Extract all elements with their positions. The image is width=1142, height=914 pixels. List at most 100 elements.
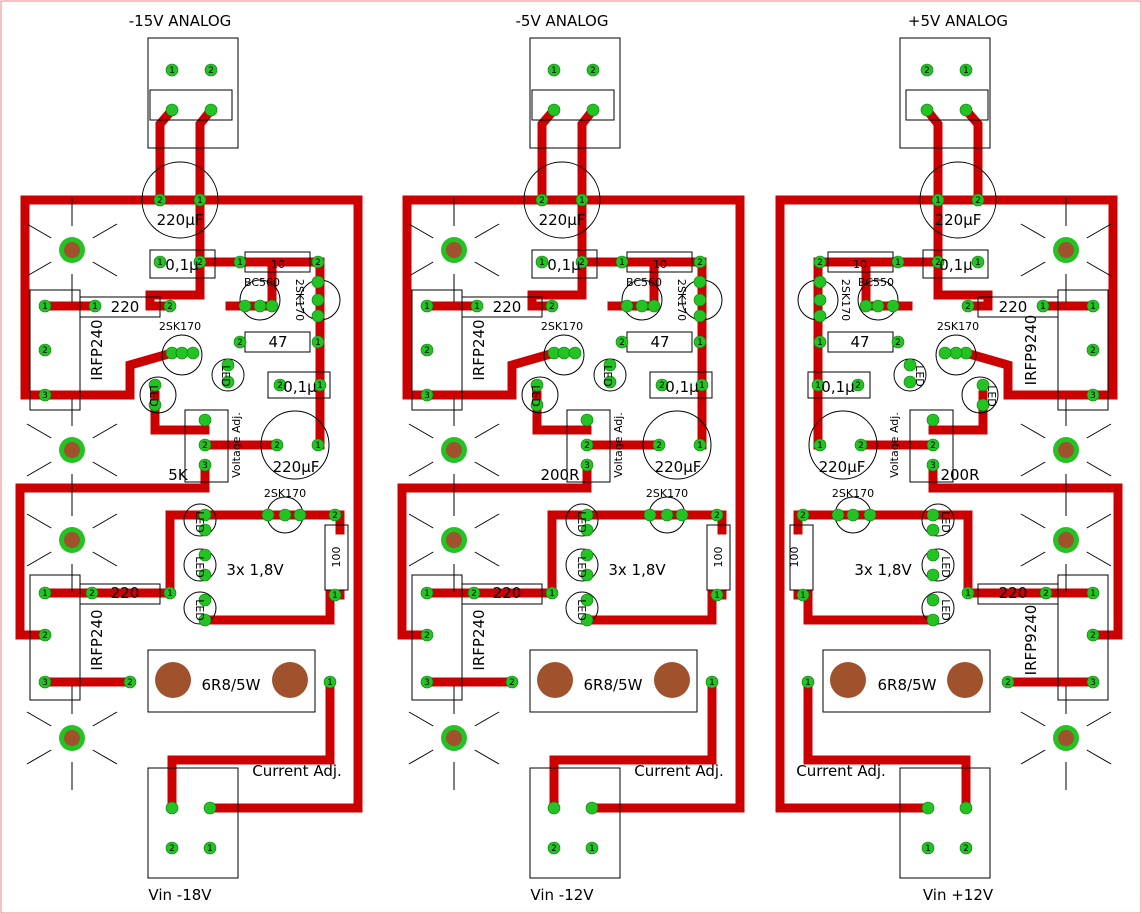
pad [311,335,325,349]
pad-number: 2 [424,346,430,356]
current-adj-label: Current Adj. [252,762,342,780]
mount-hole [446,242,462,258]
pad-number: 2 [924,66,930,76]
input-terminal-inner [149,89,233,121]
power-res-hole-b [830,662,866,698]
pad [920,103,934,117]
pad [580,413,594,427]
current-adj-label: Current Adj. [634,762,724,780]
pad [38,299,52,313]
trimmer-value-label: 5K [168,466,189,484]
pad [926,413,940,427]
pad [313,378,327,392]
output-terminal [529,767,621,879]
pad [831,508,845,522]
led-4-outline [921,548,955,582]
pad [328,508,342,522]
pad-number: 1 [197,196,203,206]
pad-number: 1 [895,258,901,268]
pad [148,398,162,412]
pad [580,508,594,522]
trimmer-label: Voltage Adj. [230,412,243,478]
pad-number: 3 [202,461,208,471]
current-adj-label: Current Adj. [796,762,886,780]
cap-220uf-mid [260,410,330,480]
pad [891,335,905,349]
pad [203,841,217,855]
led-4-outline [183,548,217,582]
pad [163,586,177,600]
pad-number: 2 [1090,346,1096,356]
cap-220uf-mid-label: 220µF [819,458,866,476]
pad [710,508,724,522]
pad [420,628,434,642]
cap-0-1u-top-label: 0,1µ [165,256,199,274]
pad [959,841,973,855]
cap-0-1u-mid-label: 0,1µ [821,378,855,396]
led-2-label: LED [219,365,232,387]
input-terminal [147,37,239,149]
pad-number: 1 [975,258,981,268]
pad [580,523,594,537]
pad [961,299,975,313]
pad-number: 2 [202,441,208,451]
res-47-label: 47 [650,333,669,351]
pad [635,299,649,313]
led-1-outline [961,376,999,414]
res-10-label: 10 [653,258,667,271]
pad-number: 2 [965,302,971,312]
pad-number: 1 [697,338,703,348]
pad [796,508,810,522]
pad [926,458,940,472]
pad-number: 1 [167,589,173,599]
pad [971,255,985,269]
pad [580,613,594,627]
pad [813,293,827,307]
pad-number: 1 [697,441,703,451]
pad-number: 3 [42,678,48,688]
mosfet-bottom-label: IRFP240 [470,609,488,670]
cap-0-1u-top-label: 0,1µ [939,256,973,274]
trimmer-outline [184,409,229,483]
mount-hole [1058,442,1074,458]
pad [547,801,561,815]
jfet-c-label: 2SK170 [646,487,688,500]
pad [278,508,292,522]
pad [203,801,217,815]
pad [871,299,885,313]
rail-left [20,195,50,400]
pad-number: 1 [965,589,971,599]
pad [420,586,434,600]
pad [971,193,985,207]
power-res-label: 6R8/5W [202,676,261,694]
led-4-label: LED [193,556,206,578]
pad [323,675,337,689]
pad-number: 2 [549,302,555,312]
cap-220uf-mid-label: 220µF [273,458,320,476]
pad [38,586,52,600]
pad [311,309,325,323]
pad [163,299,177,313]
pad-number: 2 [539,196,545,206]
trimmer-value-label: 200R [540,466,579,484]
pad-number: 1 [1040,302,1046,312]
pad [204,103,218,117]
pad [165,103,179,117]
pad [568,346,582,360]
pad-number: 2 [579,258,585,268]
power-res-hole-a [537,662,573,698]
pad [420,675,434,689]
pad-number: 2 [169,844,175,854]
cap-0-1u-top [922,249,989,279]
pad [38,343,52,357]
pad [813,438,827,452]
pad-number: 1 [42,302,48,312]
pad [198,593,212,607]
pad [891,255,905,269]
pad-number: 3 [1090,678,1096,688]
trace-mid [960,347,1098,400]
heatsink-top-2 [1020,398,1112,502]
